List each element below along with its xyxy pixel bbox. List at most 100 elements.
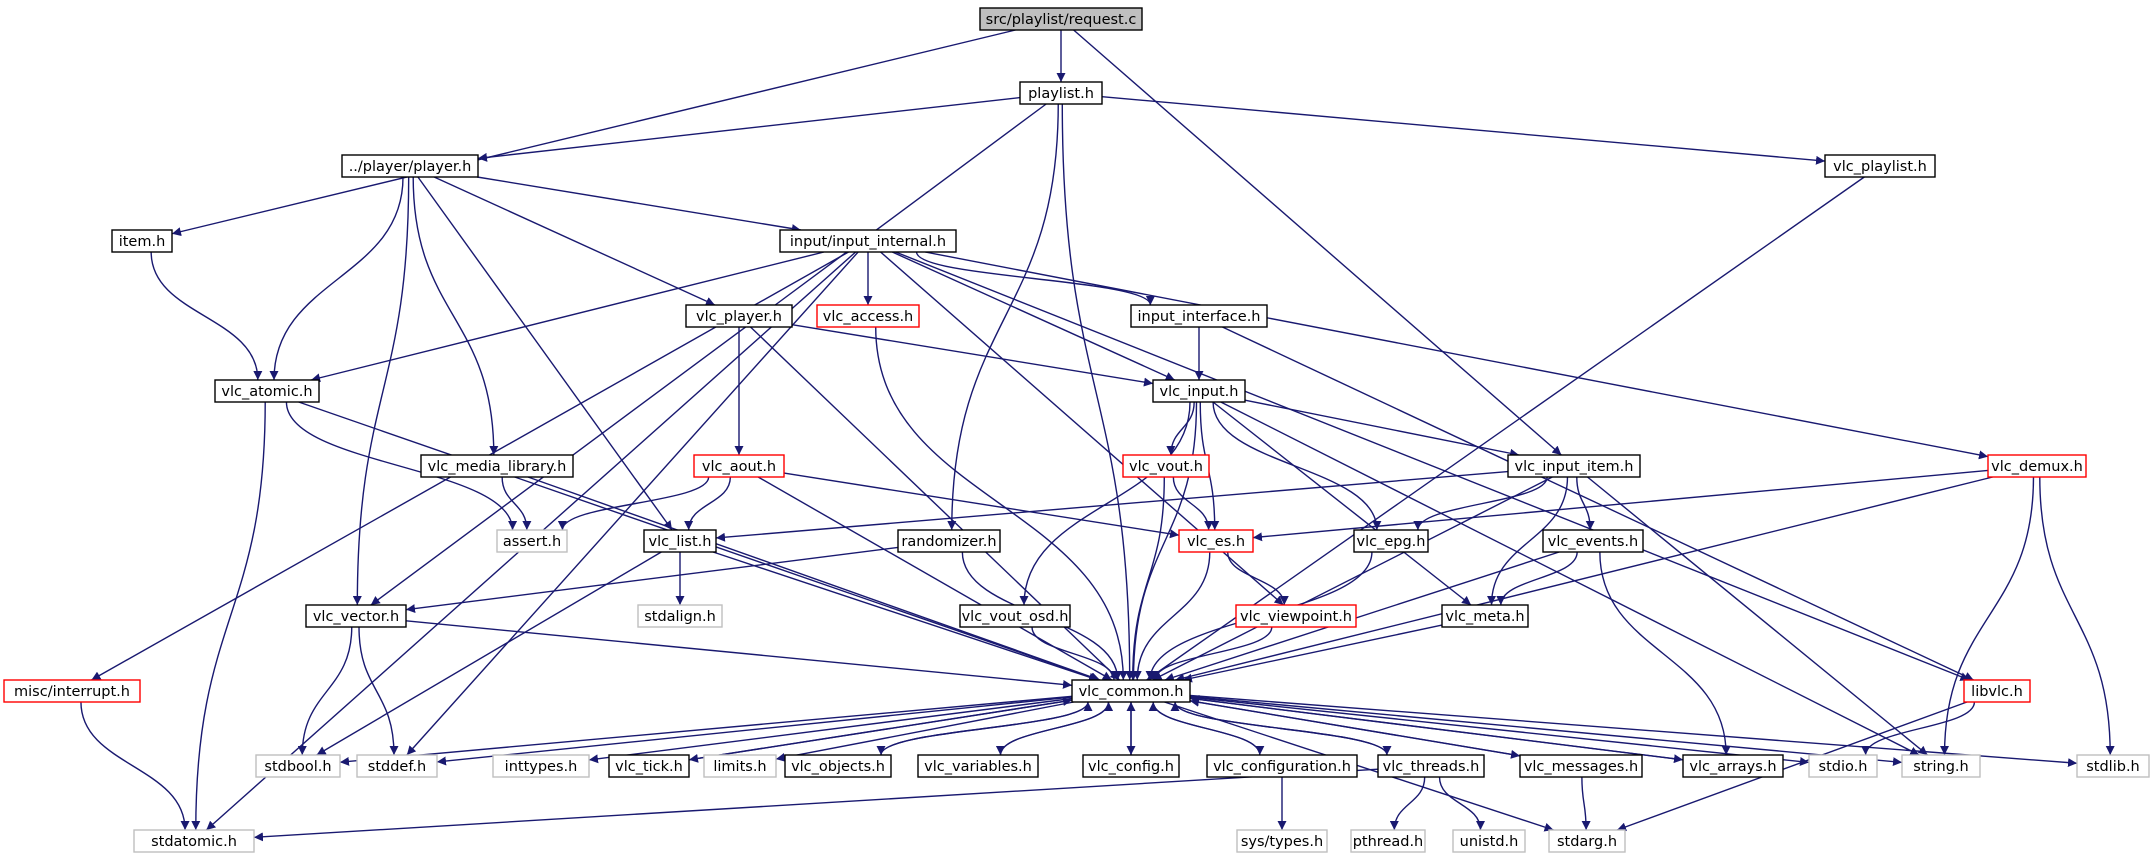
node-string-h[interactable]: string.h — [1901, 754, 1981, 778]
node-vlc-list-h[interactable]: vlc_list.h — [643, 529, 717, 553]
node-vlc-messages-h[interactable]: vlc_messages.h — [1519, 754, 1643, 778]
edge-input-internal-h-to-input-interface-h — [915, 251, 1155, 306]
edge-vlc-input-h-to-vlc-input-item-h — [1244, 399, 1520, 458]
node-box — [420, 454, 574, 478]
edge-line — [412, 176, 499, 456]
node-assert-h[interactable]: assert.h — [496, 529, 568, 553]
node-stdlib-h[interactable]: stdlib.h — [2076, 754, 2150, 778]
node-box — [637, 604, 723, 628]
node-stddef-h[interactable]: stddef.h — [356, 754, 438, 778]
node-vlc-threads-h[interactable]: vlc_threads.h — [1377, 754, 1485, 778]
edge-vlc-viewpoint-h-to-vlc-common-h — [1150, 626, 1273, 681]
node-box — [1019, 81, 1103, 105]
node-box — [255, 754, 341, 778]
edge-vlc-input-h-to-string-h — [1220, 401, 1920, 756]
edge-vlc-common-h-to-inttypes-h — [588, 697, 1073, 764]
node-inttypes-h[interactable]: inttypes.h — [492, 754, 590, 778]
node-box — [492, 754, 590, 778]
node-label: vlc_arrays.h — [1689, 759, 1776, 775]
node-vlc-tick-h[interactable]: vlc_tick.h — [608, 754, 690, 778]
node-stdio-h[interactable]: stdio.h — [1808, 754, 1878, 778]
node-label: vlc_common.h — [1079, 684, 1184, 700]
node-playlist-h[interactable]: playlist.h — [1019, 81, 1103, 105]
node-label: vlc_es.h — [1187, 534, 1245, 550]
edge-line — [370, 103, 1047, 606]
node-label: vlc_media_library.h — [428, 459, 567, 475]
node-label: limits.h — [713, 759, 766, 775]
node-vlc-demux-h[interactable]: vlc_demux.h — [1987, 454, 2087, 478]
edge-line — [171, 29, 1016, 237]
edge-vlc-common-h-to-stdbool-h — [339, 695, 1073, 766]
edge-player-h-to-vlc-atomic-h — [269, 176, 404, 381]
node-label: assert.h — [503, 534, 561, 550]
node-vlc-atomic-h[interactable]: vlc_atomic.h — [214, 379, 320, 403]
node-vlc-playlist-h[interactable]: vlc_playlist.h — [1824, 154, 1936, 178]
node-vlc-common-h[interactable]: vlc_common.h — [1071, 679, 1191, 703]
node-label: vlc_tick.h — [615, 759, 683, 775]
node-vlc-input-h[interactable]: vlc_input.h — [1152, 379, 1246, 403]
node-label: vlc_viewpoint.h — [1240, 609, 1352, 625]
node-vlc-arrays-h[interactable]: vlc_arrays.h — [1682, 754, 1784, 778]
node-stdalign-h[interactable]: stdalign.h — [637, 604, 723, 628]
node-vlc-access-h[interactable]: vlc_access.h — [816, 304, 920, 328]
node-stdatomic-h[interactable]: stdatomic.h — [133, 829, 255, 853]
node-label: stdatomic.h — [151, 834, 237, 850]
node-sys-types-h[interactable]: sys/types.h — [1236, 829, 1328, 853]
edge-vlc-vector-h-to-vlc-common-h — [405, 620, 1073, 689]
node-label: randomizer.h — [901, 534, 996, 550]
edge-player-h-to-input-internal-h — [477, 176, 801, 233]
node-box — [1235, 604, 1357, 628]
nodes: src/playlist/request.c playlist.h ../playe… — [3, 7, 2150, 853]
node-vlc-es-h[interactable]: vlc_es.h — [1178, 529, 1254, 553]
edge-vlc-common-h-to-stdarg-h — [1164, 701, 1554, 832]
node-label: stdio.h — [1819, 759, 1868, 775]
node-box — [1130, 304, 1268, 328]
edge-libvlc-h-to-stdarg-h — [1616, 701, 1968, 832]
node-vlc-vout-osd-h[interactable]: vlc_vout_osd.h — [959, 604, 1071, 628]
node-vlc-vector-h[interactable]: vlc_vector.h — [305, 604, 407, 628]
node-limits-h[interactable]: limits.h — [703, 754, 777, 778]
node-input-interface-h[interactable]: input_interface.h — [1130, 304, 1268, 328]
node-player-h[interactable]: ../player/player.h — [341, 154, 479, 178]
node-vlc-media-library-h[interactable]: vlc_media_library.h — [420, 454, 574, 478]
node-pthread-h[interactable]: pthread.h — [1350, 829, 1426, 853]
node-vlc-viewpoint-h[interactable]: vlc_viewpoint.h — [1235, 604, 1357, 628]
node-vlc-player-h[interactable]: vlc_player.h — [685, 304, 793, 328]
node-unistd-h[interactable]: unistd.h — [1452, 829, 1526, 853]
node-vlc-events-h[interactable]: vlc_events.h — [1542, 529, 1644, 553]
node-vlc-aout-h[interactable]: vlc_aout.h — [693, 454, 785, 478]
node-vlc-vout-h[interactable]: vlc_vout.h — [1122, 454, 1210, 478]
edge-line — [688, 697, 1073, 761]
node-libvlc-h[interactable]: libvlc.h — [1963, 679, 2031, 703]
node-label: vlc_configuration.h — [1213, 759, 1351, 775]
edge-line — [1182, 624, 1443, 683]
edge-playlist-h-to-vlc-vector-h — [370, 103, 1047, 606]
node-box — [1071, 679, 1191, 703]
node-misc-interrupt-h[interactable]: misc/interrupt.h — [3, 679, 141, 703]
node-label: sys/types.h — [1241, 834, 1323, 850]
node-randomizer-h[interactable]: randomizer.h — [897, 529, 1001, 553]
edge-vlc-aout-h-to-vlc-es-h — [783, 472, 1180, 539]
edge-line — [1128, 401, 1198, 681]
node-vlc-config-h[interactable]: vlc_config.h — [1082, 754, 1180, 778]
node-vlc-configuration-h[interactable]: vlc_configuration.h — [1206, 754, 1358, 778]
node-stdarg-h[interactable]: stdarg.h — [1548, 829, 1626, 853]
edge-vlc-threads-h-to-unistd-h — [1438, 776, 1485, 831]
node-vlc-meta-h[interactable]: vlc_meta.h — [1441, 604, 1529, 628]
node-stdbool-h[interactable]: stdbool.h — [255, 754, 341, 778]
edge-line — [1166, 401, 1195, 456]
node-request-c[interactable]: src/playlist/request.c — [979, 7, 1143, 31]
node-box — [643, 529, 717, 553]
node-box — [341, 154, 479, 178]
node-item-h[interactable]: item.h — [111, 229, 173, 253]
node-vlc-objects-h[interactable]: vlc_objects.h — [784, 754, 892, 778]
edge-line — [253, 768, 1379, 842]
edge-vlc-common-h-to-limits-h — [775, 701, 1074, 762]
edge-vlc-input-item-h-to-vlc-list-h — [715, 470, 1509, 542]
node-vlc-input-item-h[interactable]: vlc_input_item.h — [1507, 454, 1641, 478]
edge-line — [1587, 476, 1928, 756]
node-input-internal-h[interactable]: input/input_internal.h — [779, 229, 957, 253]
node-vlc-variables-h[interactable]: vlc_variables.h — [917, 754, 1039, 778]
node-vlc-epg-h[interactable]: vlc_epg.h — [1353, 529, 1429, 553]
edge-line — [557, 476, 710, 531]
